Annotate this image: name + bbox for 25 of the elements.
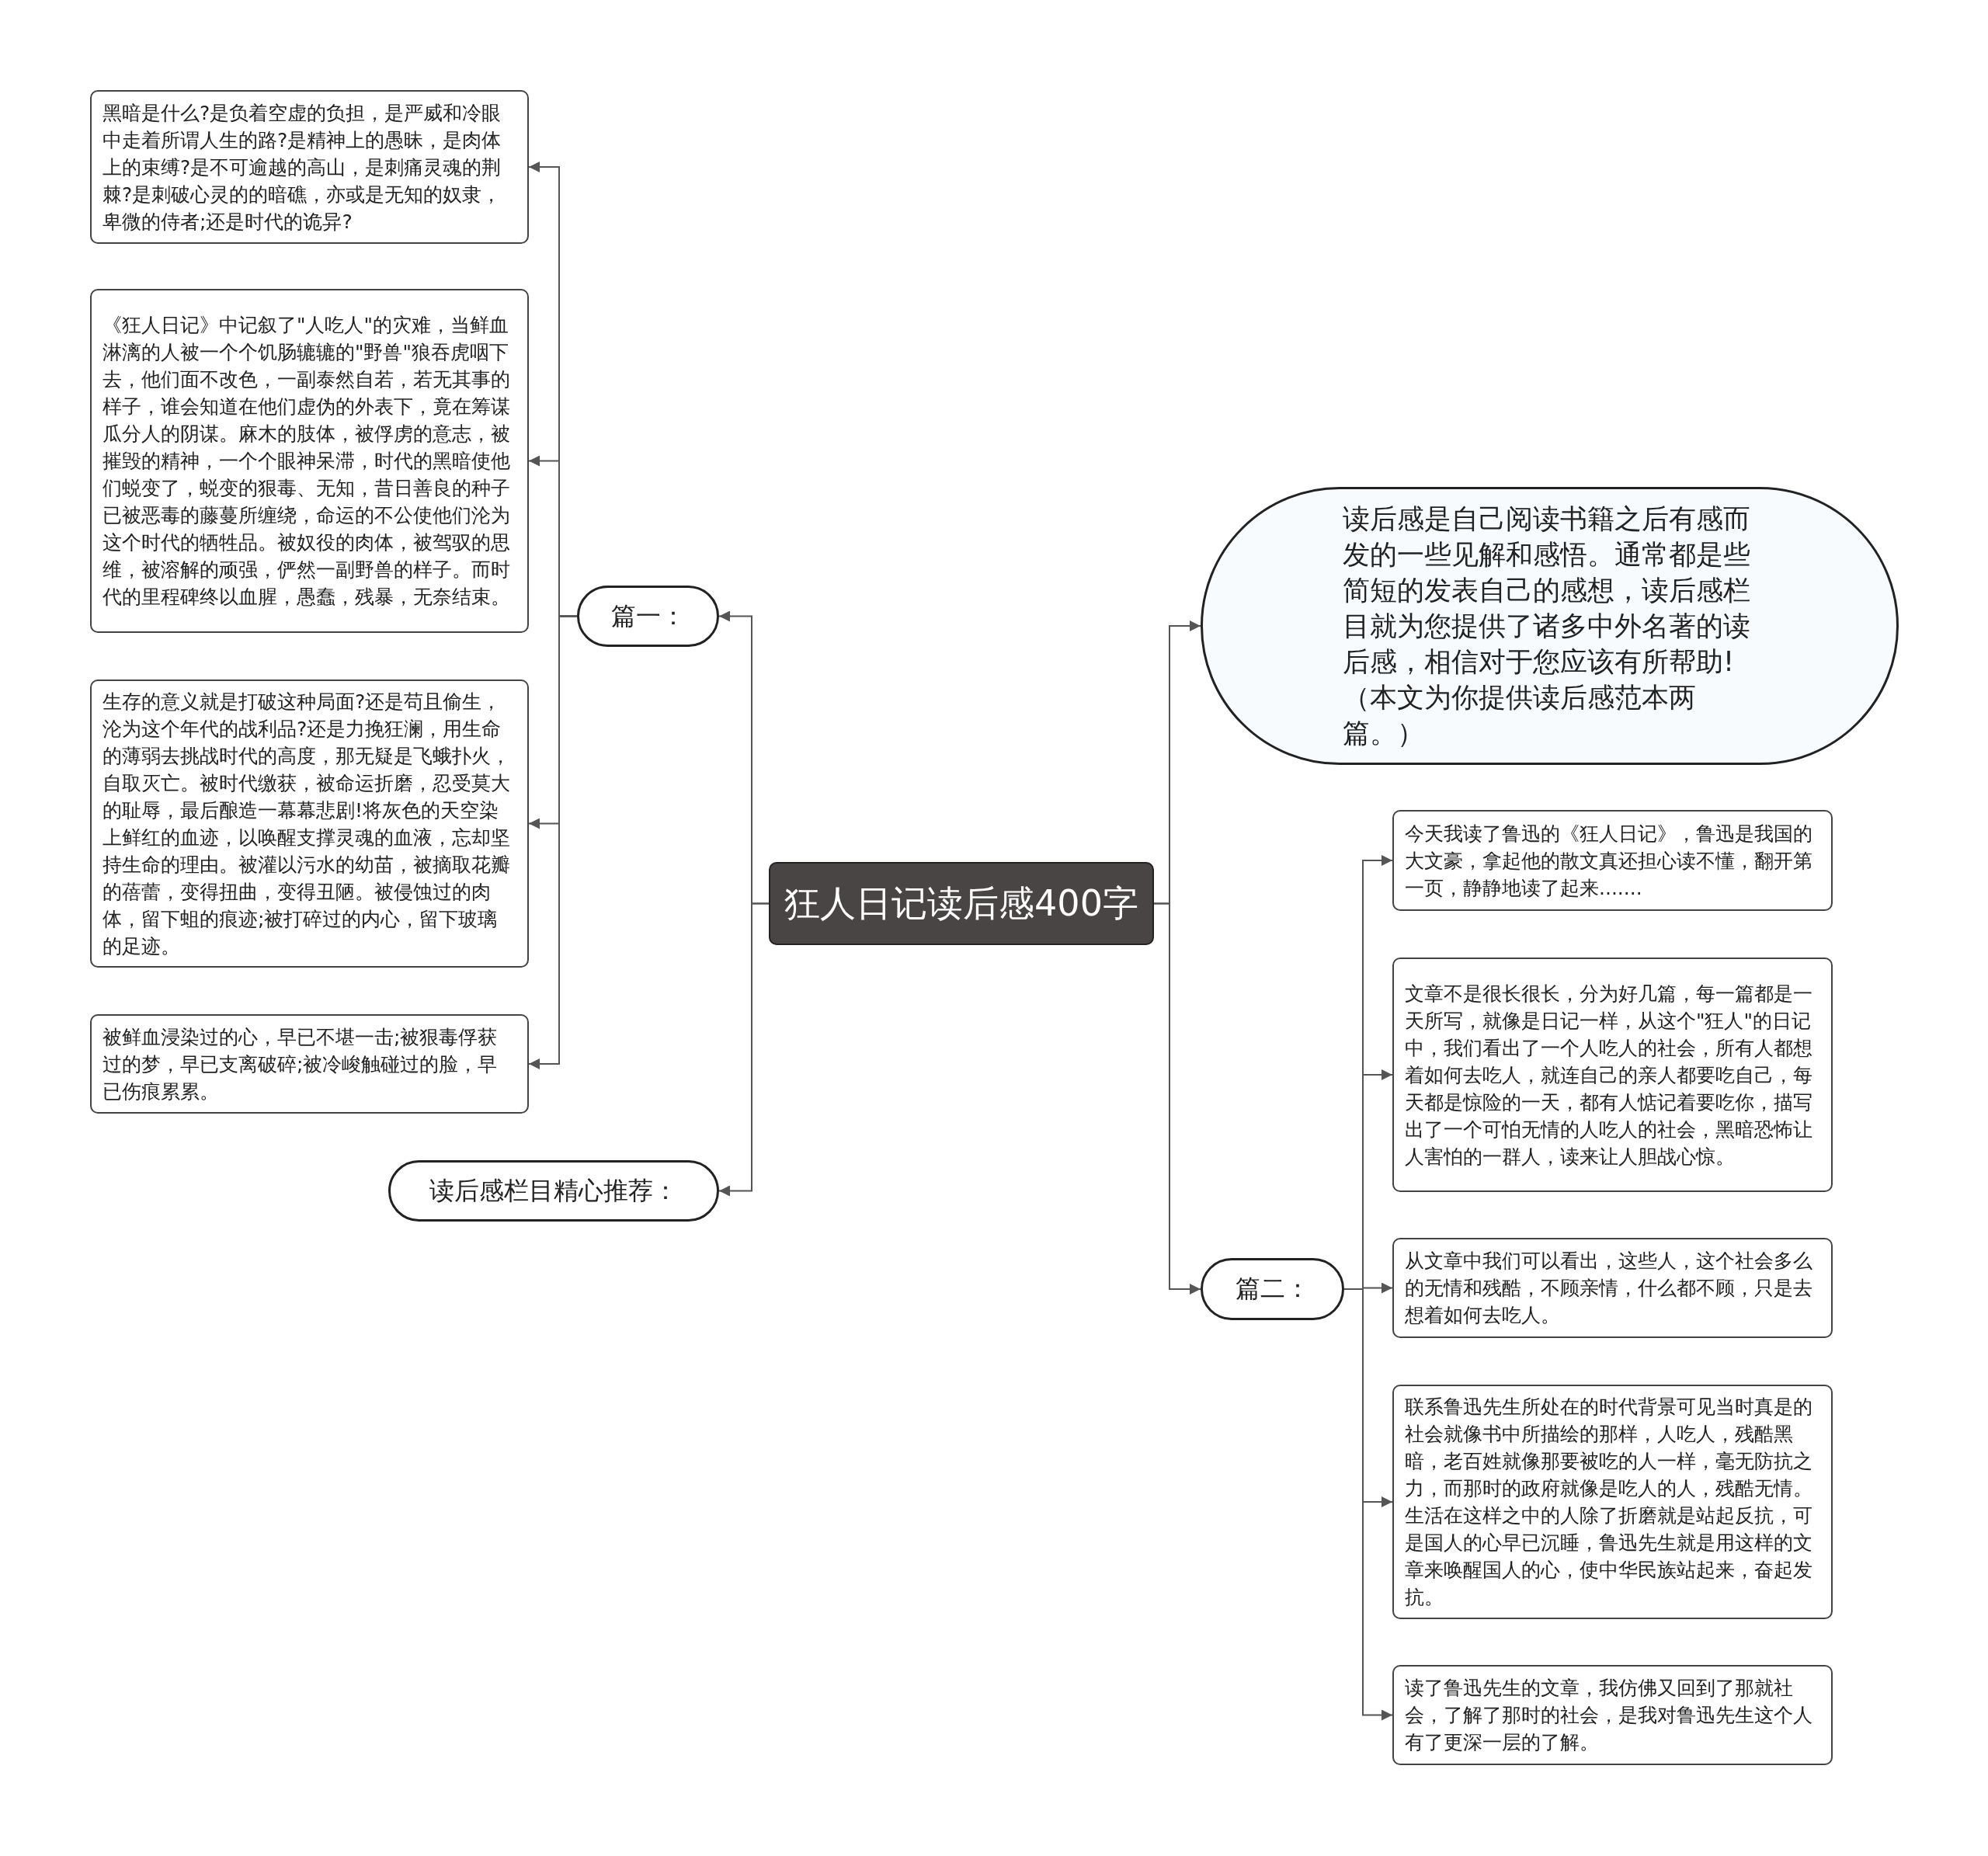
topic-label: 读后感栏目精心推荐： bbox=[429, 1174, 678, 1207]
paragraph-text: 联系鲁迅先生所处在的时代背景可见当时真是的社会就像书中所描绘的那样，人吃人，残酷黑暗，老百姓就像那要被吃的人一样，毫无防抗之力，而那时的政府就像是吃人的人，残酷无情。生活在这样之中的人除了折磨就是站起反抗，可是国人的心早已沉睡，鲁迅先生就是用这样的文章来唤醒国人的心，使中华民族站起来，奋起发抗。 bbox=[1405, 1395, 1813, 1610]
paragraph-text: 黑暗是什么?是负着空虚的负担，是严威和冷眼中走着所谓人生的路?是精神上的愚昧，是肉体上的束缚?是不可逾越的高山，是刺痛灵魂的荆棘?是刺破心灵的的暗礁，亦或是无知的奴隶，卑微的侍者;还是时代的诡异? bbox=[103, 100, 502, 235]
connector-arrow bbox=[528, 615, 578, 1069]
topic-label: 篇一： bbox=[610, 600, 686, 632]
central-topic-box bbox=[769, 862, 1154, 945]
paragraph-text: 生存的意义就是打破这种局面?还是苟且偷生，沦为这个年代的战利品?还是力挽狂澜，用生命的薄弱去挑战时代的高度，那无疑是飞蛾扑火，自取灭亡。被时代缴获，被命运折磨，忍受莫大的耻辱，最后酿造一幕幕悲剧!将灰色的天空染上鲜红的血迹，以唤醒支撑灵魂的血液，忘却坚持生命的理由。被灌以污水的幼苗，被摘取花瓣的蓓蕾，变得扭曲，变得丑陋。被侵蚀过的肉体，留下蛆的痕迹;被打碎过的内心，留下玻璃的足迹。 bbox=[103, 689, 511, 959]
text-card bbox=[1392, 958, 1833, 1192]
paragraph-text: 文章不是很长很长，分为好几篇，每一篇都是一天所写，就像是日记一样，从这个"狂人"的日记中，我们看出了一个人吃人的社会，所有人都想着如何去吃人，就连自己的亲人都要吃自己，每天都是惊险的一天，都有人惦记着要吃你，描写出了一个可怕无情的人吃人的社会，黑暗恐怖让人害怕的一群人，读来让人胆战心惊。 bbox=[1405, 981, 1813, 1170]
text-card bbox=[1392, 810, 1833, 911]
text-card bbox=[1392, 1238, 1833, 1338]
connector-arrow bbox=[1153, 902, 1201, 1295]
topic-label: 狂人日记读后感400字 bbox=[784, 881, 1138, 926]
paragraph-text: 读了鲁迅先生的文章，我仿佛又回到了那就社会，了解了那时的社会，是我对鲁迅先生这个人有了更深一层的了解。 bbox=[1405, 1676, 1813, 1755]
text-card bbox=[90, 1014, 529, 1114]
text-card bbox=[90, 289, 529, 633]
connector-arrow bbox=[718, 902, 770, 1197]
text-card bbox=[1392, 1665, 1833, 1765]
paragraph-text: 读后感是自己阅读书籍之后有感而发的一些见解和感悟。通常都是些简短的发表自己的感想，读后感栏目就为您提供了诸多中外名著的读后感，相信对于您应该有所帮助!（本文为你提供读后感范本两篇。） bbox=[1343, 502, 1751, 750]
paragraph-text: 被鲜血浸染过的心，早已不堪一击;被狠毒俘获过的梦，早已支离破碎;被冷峻触碰过的脸，早已伤痕累累。 bbox=[103, 1024, 499, 1104]
paragraph-text: 今天我读了鲁迅的《狂人日记》，鲁迅是我国的大文豪，拿起他的散文真还担心读不懂，翻开第一页，静静地读了起来....... bbox=[1405, 821, 1813, 901]
text-card bbox=[90, 90, 529, 244]
paragraph-text: 《狂人日记》中记叙了"人吃人"的灾难，当鲜血淋漓的人被一个个饥肠辘辘的"野兽"狼吞虎咽下去，他们面不改色，一副泰然自若，若无其事的样子，谁会知道在他们虚伪的外表下，竟在筹谋瓜分人的阴谋。麻木的肢体，被俘虏的意志，被摧毁的精神，一个个眼神呆滞，时代的黑暗使他们蜕变了，蜕变的狠毒、无知，昔日善良的种子已被恶毒的藤蔓所缠绕，命运的不公使他们沦为这个时代的牺牲品。被奴役的肉体，被驾驭的思维，被溶解的顽强，俨然一副野兽的样子。而时代的里程碑终以血腥，愚蠢，残暴，无奈结束。 bbox=[103, 313, 511, 610]
paragraph-text: 从文章中我们可以看出，这些人，这个社会多么的无情和残酷，不顾亲情，什么都不顾，只是去想着如何去吃人。 bbox=[1405, 1249, 1813, 1328]
topic-label: 篇二： bbox=[1235, 1273, 1310, 1305]
